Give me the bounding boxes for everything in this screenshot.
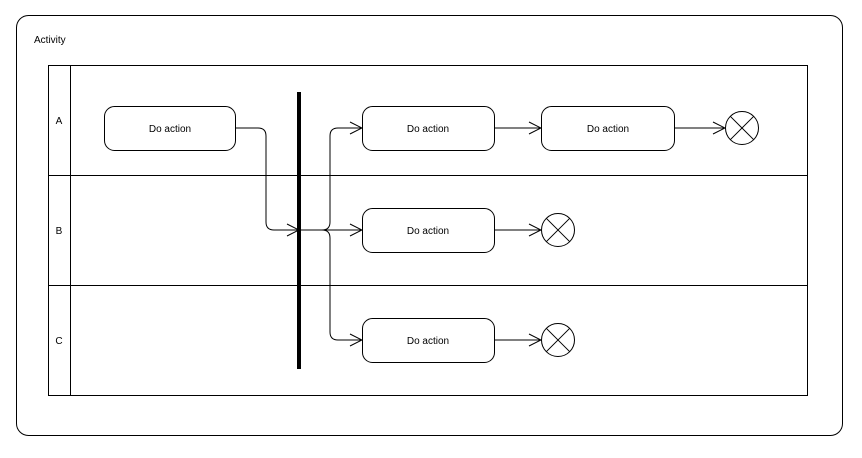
edge-fork-to-action5 — [299, 229, 362, 340]
flow-final-node — [541, 213, 575, 247]
action-node: Do action — [362, 106, 495, 151]
flow-final-node — [725, 111, 759, 145]
action-node: Do action — [362, 208, 495, 253]
action-node: Do action — [362, 318, 495, 363]
lane-label-a: A — [56, 116, 63, 127]
action-label: Do action — [149, 124, 191, 135]
edge-action1-to-fork — [236, 127, 299, 230]
action-label: Do action — [407, 336, 449, 347]
activity-title: Activity — [34, 35, 66, 46]
lane-label-b: B — [56, 226, 63, 237]
action-label: Do action — [407, 226, 449, 237]
action-node: Do action — [541, 106, 675, 151]
lane-label-c: C — [55, 336, 62, 347]
action-label: Do action — [587, 124, 629, 135]
action-node: Do action — [104, 106, 236, 151]
fork-bar — [297, 92, 301, 369]
flow-final-node — [541, 323, 575, 357]
action-label: Do action — [407, 124, 449, 135]
